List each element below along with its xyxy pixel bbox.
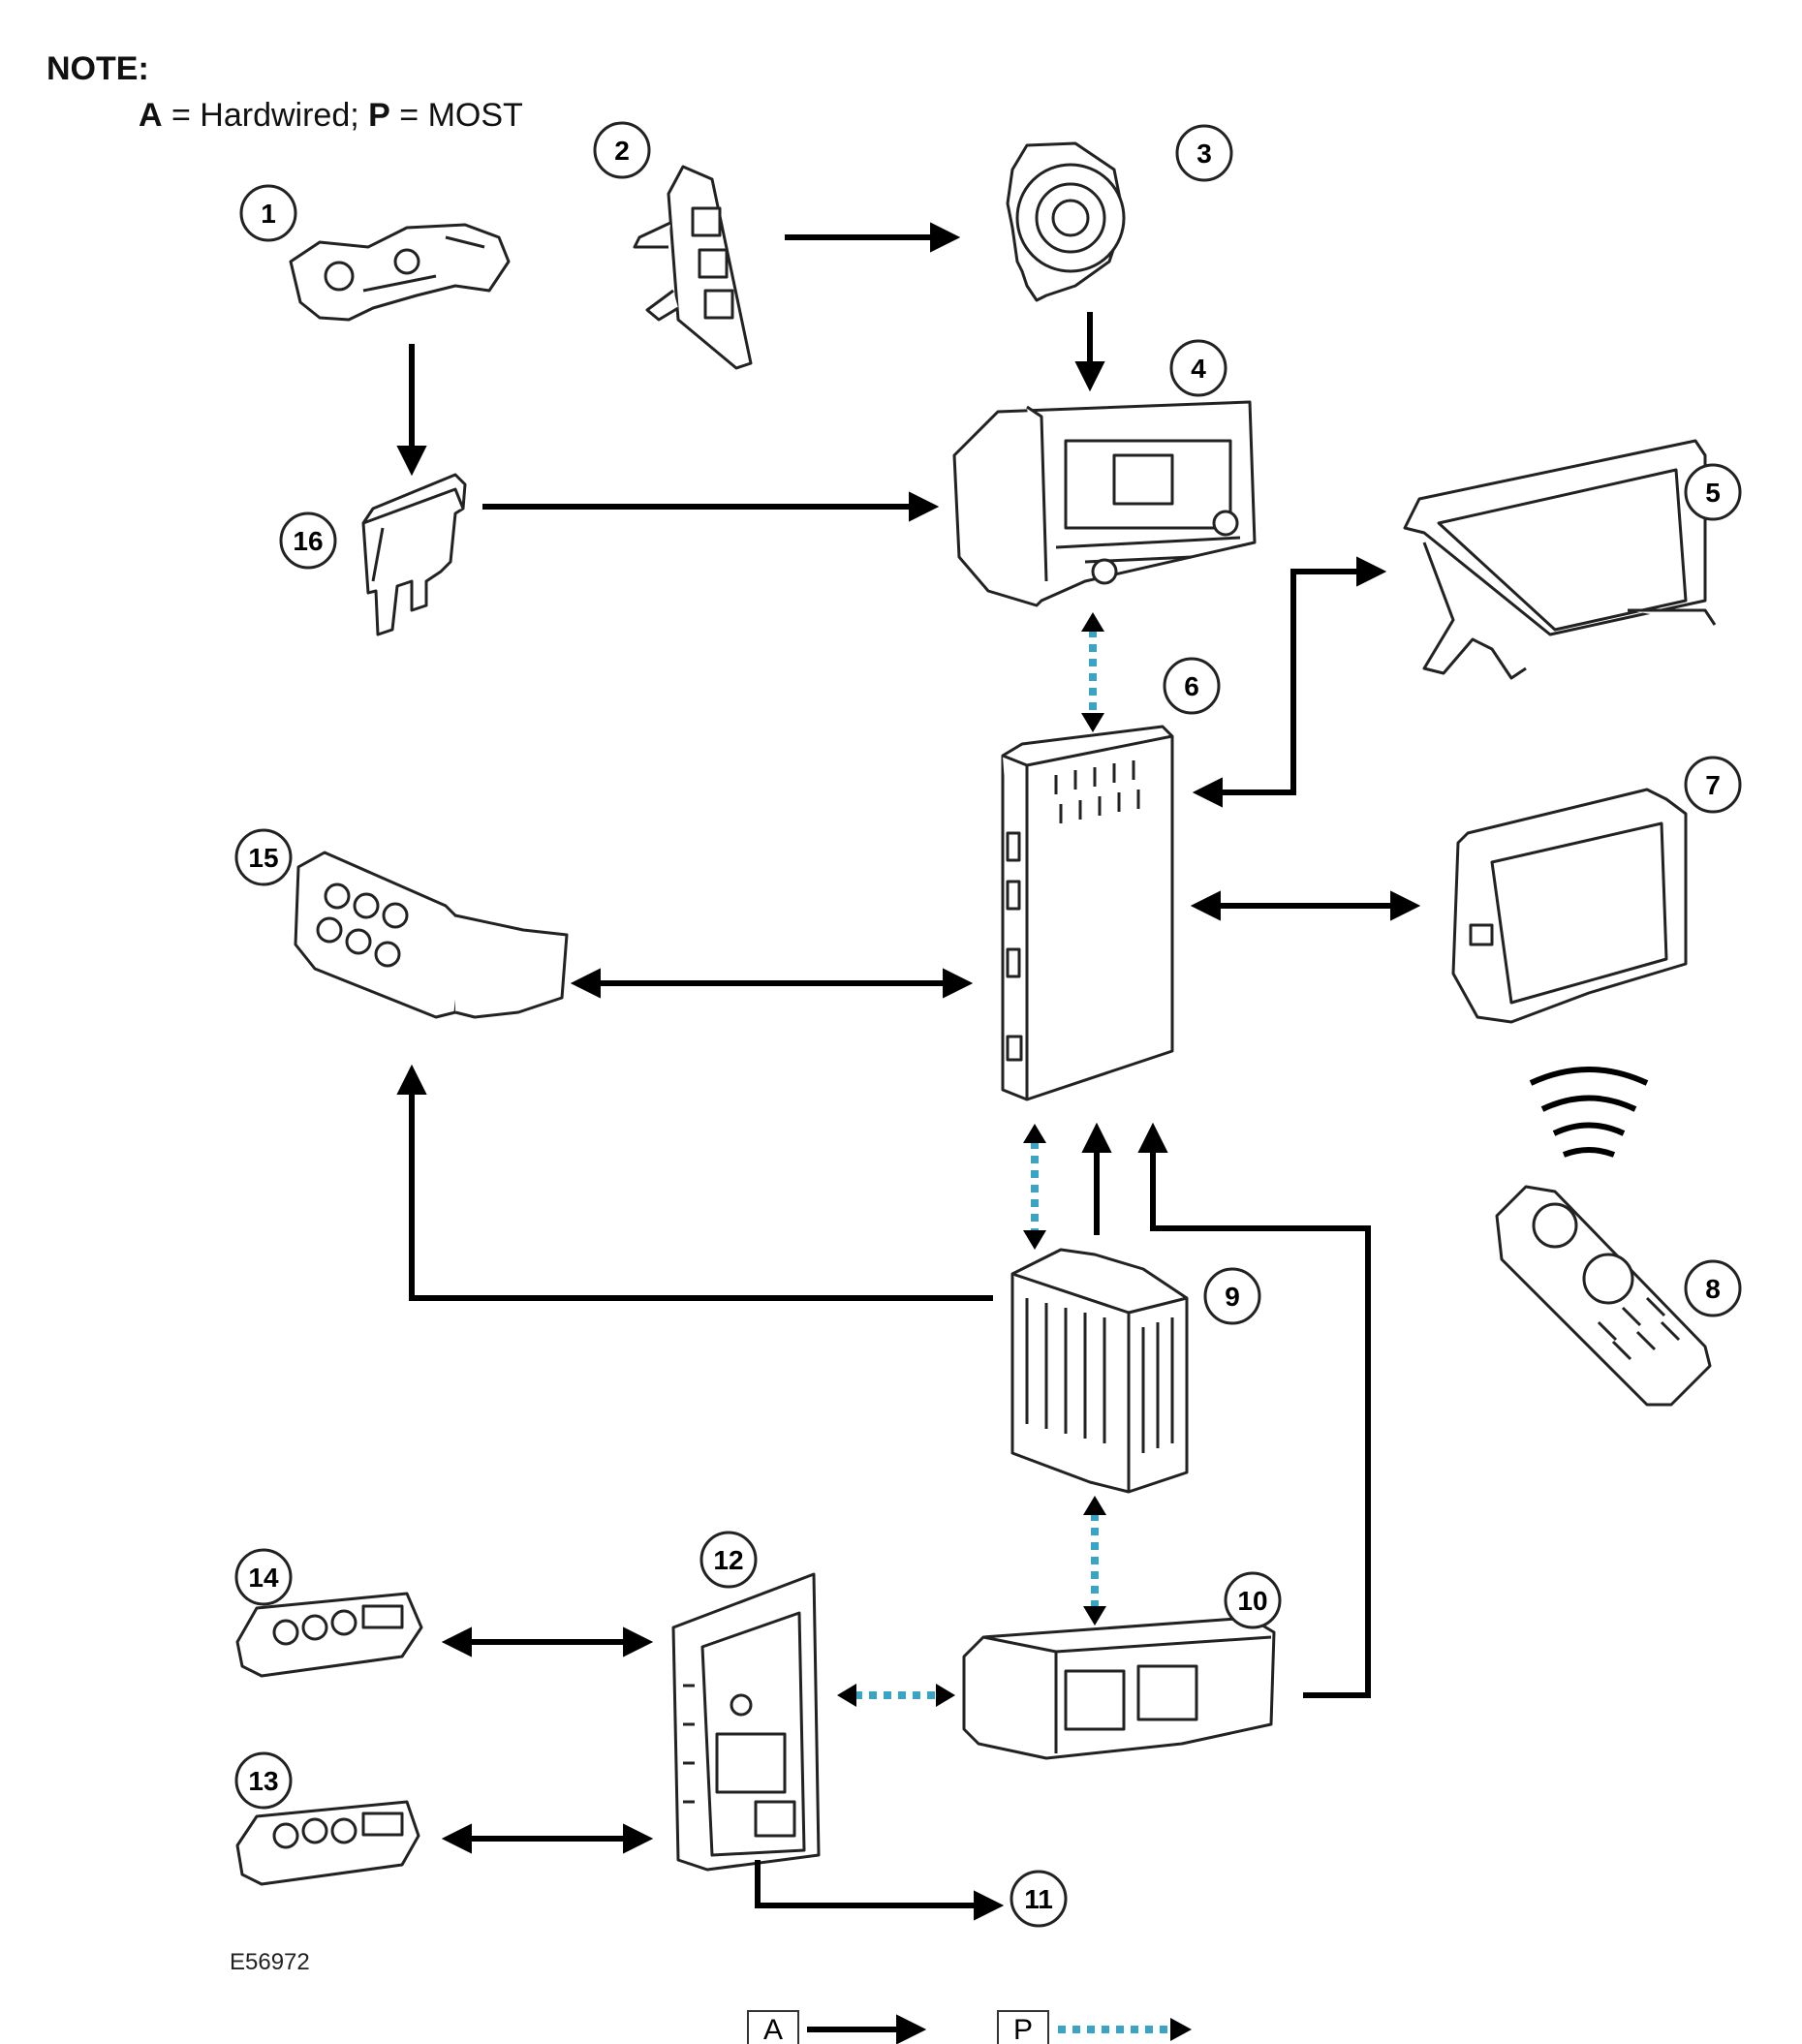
badge-10: 10 (1224, 1571, 1282, 1629)
badge-number: 3 (1196, 139, 1212, 169)
figure-code: E56972 (230, 1949, 310, 1975)
rear-display-icon (1451, 788, 1688, 1024)
badge-5: 5 (1684, 463, 1742, 521)
legend: A P (747, 2010, 1192, 2044)
front-display-icon (1403, 439, 1717, 680)
badge-2: 2 (593, 121, 651, 179)
note-title: NOTE: (47, 50, 149, 87)
hardwired-connections (396, 222, 1421, 1921)
badge-number: 11 (1024, 1884, 1053, 1914)
badge-number: 5 (1705, 478, 1721, 508)
note-key-p: P (368, 97, 390, 134)
legend-key-box-a (747, 2010, 799, 2044)
connector-12-11 (755, 1860, 1005, 1921)
legend-key-p: P (1013, 2014, 1033, 2044)
wireless-signal-icon (1529, 1067, 1649, 1158)
badge-1: 1 (239, 184, 297, 242)
badge-number: 4 (1191, 354, 1206, 384)
switch-pack-icon (235, 1800, 420, 1886)
legend-hardwired: A (747, 2010, 927, 2044)
legend-key-box-p (997, 2010, 1049, 2044)
badge-13: 13 (234, 1751, 293, 1810)
badge-3: 3 (1175, 124, 1233, 182)
connector-5-6 (1192, 556, 1387, 808)
switch-pack-icon (235, 1592, 423, 1678)
badge-14: 14 (234, 1548, 293, 1606)
badge-8: 8 (1684, 1259, 1742, 1317)
badge-number: 1 (261, 199, 276, 229)
connector-9-15 (396, 1064, 993, 1301)
most-arrowheads (837, 612, 1106, 1707)
badge-number: 15 (248, 843, 278, 873)
steering-wheel-switch-icon (633, 165, 753, 370)
rear-control-panel-icon (294, 851, 569, 1019)
badge-number: 9 (1225, 1282, 1240, 1312)
badge-12: 12 (699, 1531, 758, 1589)
badge-9: 9 (1203, 1267, 1261, 1325)
badge-6: 6 (1163, 657, 1221, 715)
note-line: A = Hardwired; P = MOST (139, 97, 523, 135)
fuse-icon (361, 473, 467, 636)
badge-15: 15 (234, 828, 293, 886)
badge-number: 16 (293, 526, 323, 556)
circuit-board-icon (671, 1572, 821, 1872)
badge-number: 6 (1184, 671, 1199, 701)
badge-number: 2 (614, 136, 630, 166)
badge-4: 4 (1169, 339, 1227, 397)
connector-10-6 (1137, 1122, 1371, 1698)
note-key-a: A (139, 97, 163, 134)
badge-number: 7 (1705, 770, 1721, 800)
audio-head-unit-icon (952, 400, 1257, 607)
badge-7: 7 (1684, 756, 1742, 814)
badge-number: 12 (713, 1545, 743, 1575)
badge-11: 11 (1010, 1870, 1068, 1928)
legend-key-a: A (763, 2014, 783, 2044)
badge-number: 8 (1705, 1274, 1721, 1304)
control-module-icon (1001, 725, 1174, 1101)
most-connections (854, 630, 1099, 1699)
cd-changer-icon (962, 1616, 1276, 1760)
amplifier-icon (1010, 1248, 1189, 1494)
badge-number: 10 (1237, 1586, 1267, 1616)
note-text-p: = MOST (389, 97, 523, 134)
legend-most: P (997, 2010, 1192, 2044)
clockspring-icon (1006, 141, 1126, 302)
badge-16: 16 (279, 511, 337, 570)
steering-column-switch-icon (289, 223, 511, 322)
badge-number: 14 (248, 1563, 279, 1593)
badge-number: 13 (248, 1766, 278, 1796)
remote-control-icon (1495, 1185, 1712, 1407)
note-text-a: = Hardwired; (162, 97, 369, 134)
